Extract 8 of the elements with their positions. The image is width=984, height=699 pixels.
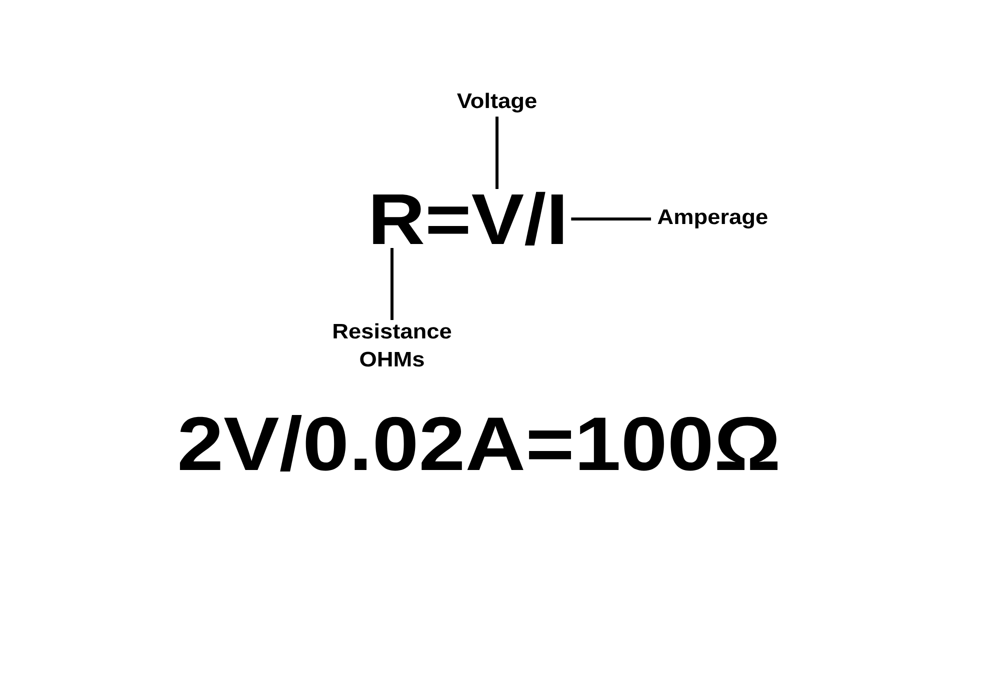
leader-line: [496, 116, 498, 189]
callout-label: Resistance OHMs: [334, 323, 452, 367]
leader-line: [571, 218, 651, 220]
callout-label: Amperage: [658, 210, 768, 228]
formula: R=V/I: [373, 192, 563, 246]
callout-label: Voltage: [457, 92, 536, 112]
equation: 2V/0.02A=100Ω: [180, 414, 778, 472]
leader-line: [390, 248, 394, 320]
